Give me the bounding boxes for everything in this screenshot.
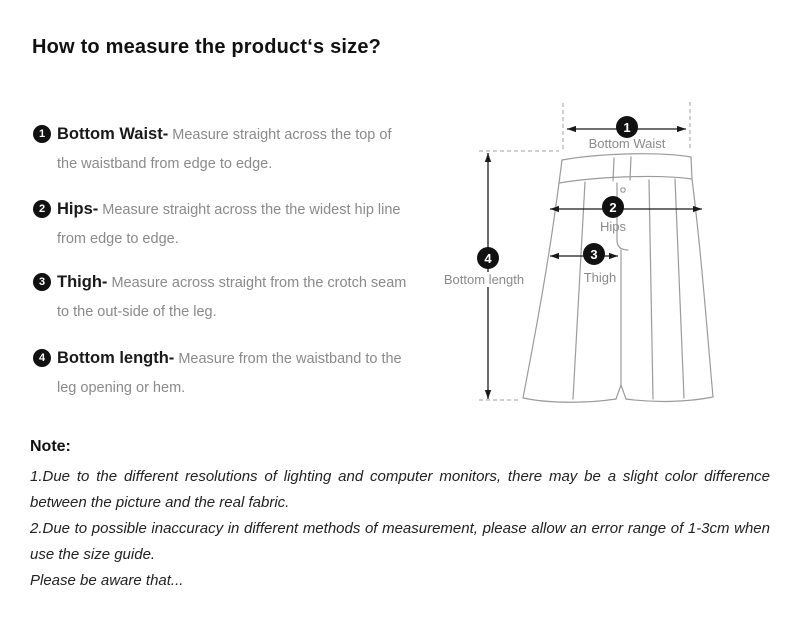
instruction-text-1: Bottom Waist- Measure straight across th… bbox=[57, 120, 415, 179]
note-section: Note: 1.Due to the different resolutions… bbox=[30, 438, 770, 594]
note-line-2: 2.Due to possible inaccuracy in differen… bbox=[30, 520, 770, 563]
step-2-badge: 2 bbox=[33, 200, 51, 218]
step-1-badge: 1 bbox=[33, 125, 51, 143]
diagram-badge-1: 1 bbox=[616, 116, 638, 138]
diagram-badge-3: 3 bbox=[583, 243, 605, 265]
instruction-hips: 2 Hips- Measure straight across the the … bbox=[33, 195, 433, 254]
step-4-badge: 4 bbox=[33, 349, 51, 367]
measure-desc-bottom-waist: Measure straight across the top of the w… bbox=[57, 127, 392, 172]
instruction-thigh: 3 Thigh- Measure across straight from th… bbox=[33, 268, 433, 327]
measure-desc-hips: Measure straight across the the widest h… bbox=[57, 202, 401, 247]
page-title: How to measure the product‘s size? bbox=[32, 36, 382, 58]
measure-term-bottom-waist: Bottom Waist- bbox=[57, 125, 169, 143]
diagram-badge-4: 4 bbox=[477, 247, 499, 269]
instruction-text-3: Thigh- Measure across straight from the … bbox=[57, 268, 415, 327]
dashed-guides bbox=[479, 102, 691, 401]
measure-term-bottom-length: Bottom length- bbox=[57, 349, 175, 367]
measure-term-hips: Hips- bbox=[57, 200, 99, 218]
diagram-label-hips: Hips bbox=[599, 219, 626, 234]
diagram-label-bottom-waist: Bottom Waist bbox=[588, 136, 666, 151]
instruction-bottom-length: 4 Bottom length- Measure from the waistb… bbox=[33, 344, 433, 403]
step-3-badge: 3 bbox=[33, 273, 51, 291]
note-heading: Note: bbox=[30, 438, 71, 455]
instruction-bottom-waist: 1 Bottom Waist- Measure straight across … bbox=[33, 120, 433, 179]
diagram-label-bottom-length: Bottom length bbox=[429, 272, 539, 287]
measure-desc-thigh: Measure across straight from the crotch … bbox=[57, 275, 407, 320]
measure-desc-bottom-length: Measure from the waistband to the leg op… bbox=[57, 351, 402, 396]
diagram-label-thigh: Thigh bbox=[583, 270, 617, 285]
instruction-text-4: Bottom length- Measure from the waistban… bbox=[57, 344, 415, 403]
diagram-badge-2: 2 bbox=[602, 196, 624, 218]
note-line-1: 1.Due to the different resolutions of li… bbox=[30, 468, 770, 511]
instruction-text-2: Hips- Measure straight across the the wi… bbox=[57, 195, 415, 254]
measure-term-thigh: Thigh- bbox=[57, 273, 108, 291]
note-line-3: Please be aware that... bbox=[30, 572, 184, 589]
garment-outline bbox=[522, 153, 714, 403]
